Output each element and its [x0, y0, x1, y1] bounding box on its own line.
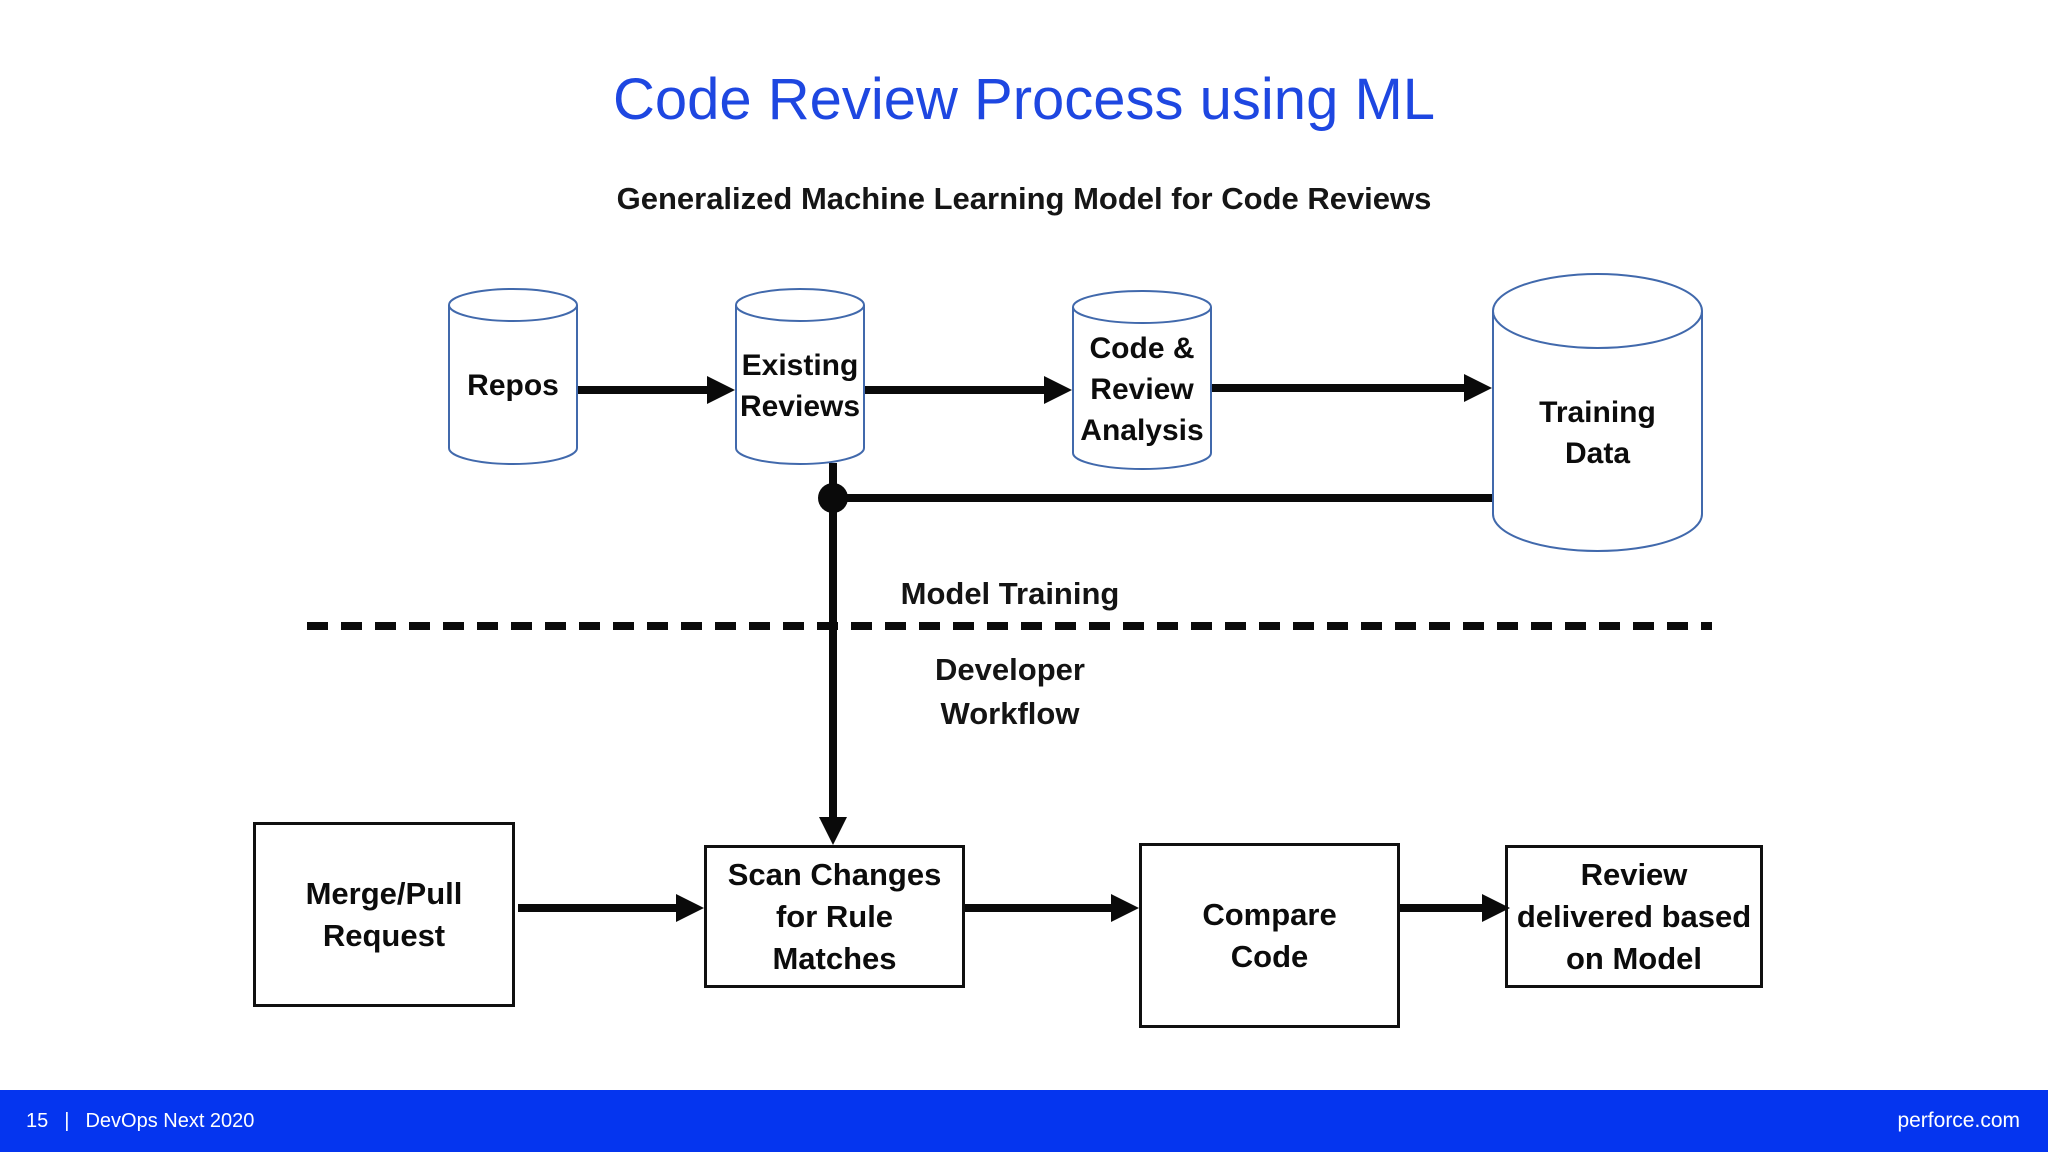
database-cylinder-icon — [735, 288, 865, 465]
repos-database-cylinder: Repos — [448, 288, 578, 465]
training-data-label: Training Data — [1539, 395, 1656, 470]
arrowhead-down-icon — [819, 817, 847, 845]
arrowhead-right-icon — [1464, 374, 1492, 402]
developer-workflow-zone-label: Developer Workflow — [935, 652, 1085, 731]
arrowhead-right-icon — [1111, 894, 1139, 922]
footer-event-name: DevOps Next 2020 — [85, 1109, 255, 1132]
arrow-existing-reviews-to-analysis — [865, 386, 1044, 394]
arrow-merge-to-scan — [518, 904, 676, 912]
code-review-analysis-database-cylinder: Code & Review Analysis — [1072, 290, 1212, 470]
compare-code-box: Compare Code — [1139, 843, 1400, 1028]
database-cylinder-icon — [448, 288, 578, 465]
slide-subtitle: Generalized Machine Learning Model for C… — [616, 181, 1432, 216]
existing-reviews-label: Existing Reviews — [739, 348, 861, 423]
code-review-analysis-label: Code & Review Analysis — [1080, 331, 1204, 447]
database-cylinder-icon — [1492, 273, 1703, 552]
database-cylinder-icon — [1072, 290, 1212, 470]
footer-separator: | — [64, 1109, 70, 1132]
arrowhead-right-icon — [1044, 376, 1072, 404]
arrow-compare-to-review — [1400, 904, 1482, 912]
merge-pull-request-box: Merge/Pull Request — [253, 822, 515, 1007]
arrow-repos-to-existing-reviews — [578, 386, 707, 394]
footer-bar: 15 | DevOps Next 2020 perforce.com — [0, 1090, 2048, 1152]
footer-right-group: perforce.com — [1897, 1090, 2020, 1152]
arrowhead-right-icon — [676, 894, 704, 922]
connector-existing-reviews-to-scan-changes — [829, 463, 837, 817]
slide-title: Code Review Process using ML — [612, 67, 1436, 132]
review-delivered-box: Review delivered based on Model — [1505, 845, 1763, 988]
footer-left-group: 15 | DevOps Next 2020 — [26, 1090, 254, 1152]
dashed-zone-divider — [307, 622, 1712, 630]
arrow-scan-to-compare — [965, 904, 1111, 912]
connector-junction-to-training-data — [833, 494, 1492, 502]
training-data-database-cylinder: Training Data — [1492, 273, 1703, 552]
footer-website-link: perforce.com — [1897, 1109, 2020, 1132]
arrow-analysis-to-training-data — [1212, 384, 1464, 392]
model-training-zone-label: Model Training — [900, 576, 1120, 611]
repos-label: Repos — [467, 369, 559, 402]
existing-reviews-database-cylinder: Existing Reviews — [735, 288, 865, 465]
slide-number: 15 — [26, 1109, 49, 1132]
arrowhead-right-icon — [1482, 894, 1510, 922]
arrowhead-right-icon — [707, 376, 735, 404]
scan-changes-box: Scan Changes for Rule Matches — [704, 845, 965, 988]
